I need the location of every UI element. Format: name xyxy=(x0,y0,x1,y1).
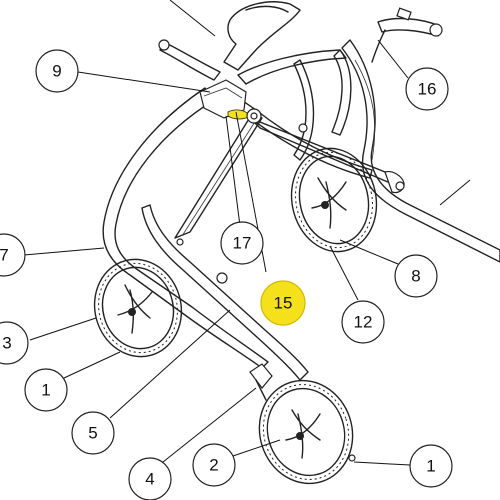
callout-9-label: 9 xyxy=(52,62,61,81)
callout-1-right: 1 xyxy=(409,444,453,488)
callout-12-label: 12 xyxy=(354,313,373,332)
callout-2: 2 xyxy=(192,443,236,487)
callout-16: 16 xyxy=(405,67,449,111)
callout-5-label: 5 xyxy=(88,424,97,443)
callout-2-label: 2 xyxy=(209,456,218,475)
wheel-front-right xyxy=(258,379,356,485)
callout-5: 5 xyxy=(71,411,115,455)
callout-16-label: 16 xyxy=(418,80,437,99)
callout-9: 9 xyxy=(35,49,79,93)
wheel-front-left xyxy=(93,258,183,358)
wheel-rear-right xyxy=(290,147,378,253)
callout-8-label: 8 xyxy=(411,267,420,286)
callout-1-left-label: 1 xyxy=(41,381,50,400)
callout-12: 12 xyxy=(341,300,385,344)
callout-4-label: 4 xyxy=(145,470,154,489)
callout-3-label: 3 xyxy=(2,334,11,353)
rollator-frame xyxy=(102,1,500,401)
callout-1-left: 1 xyxy=(24,368,68,412)
callout-8: 8 xyxy=(394,254,438,298)
callout-3: 3 xyxy=(0,321,29,365)
callout-15: 15 xyxy=(260,280,306,326)
callout-4: 4 xyxy=(128,457,172,500)
callout-7: 7 xyxy=(0,233,26,277)
callout-7-label: 7 xyxy=(0,246,9,265)
callout-1-right-label: 1 xyxy=(426,457,435,476)
callout-15-label: 15 xyxy=(274,294,293,313)
callout-17: 17 xyxy=(220,221,264,265)
callout-17-label: 17 xyxy=(233,234,252,253)
